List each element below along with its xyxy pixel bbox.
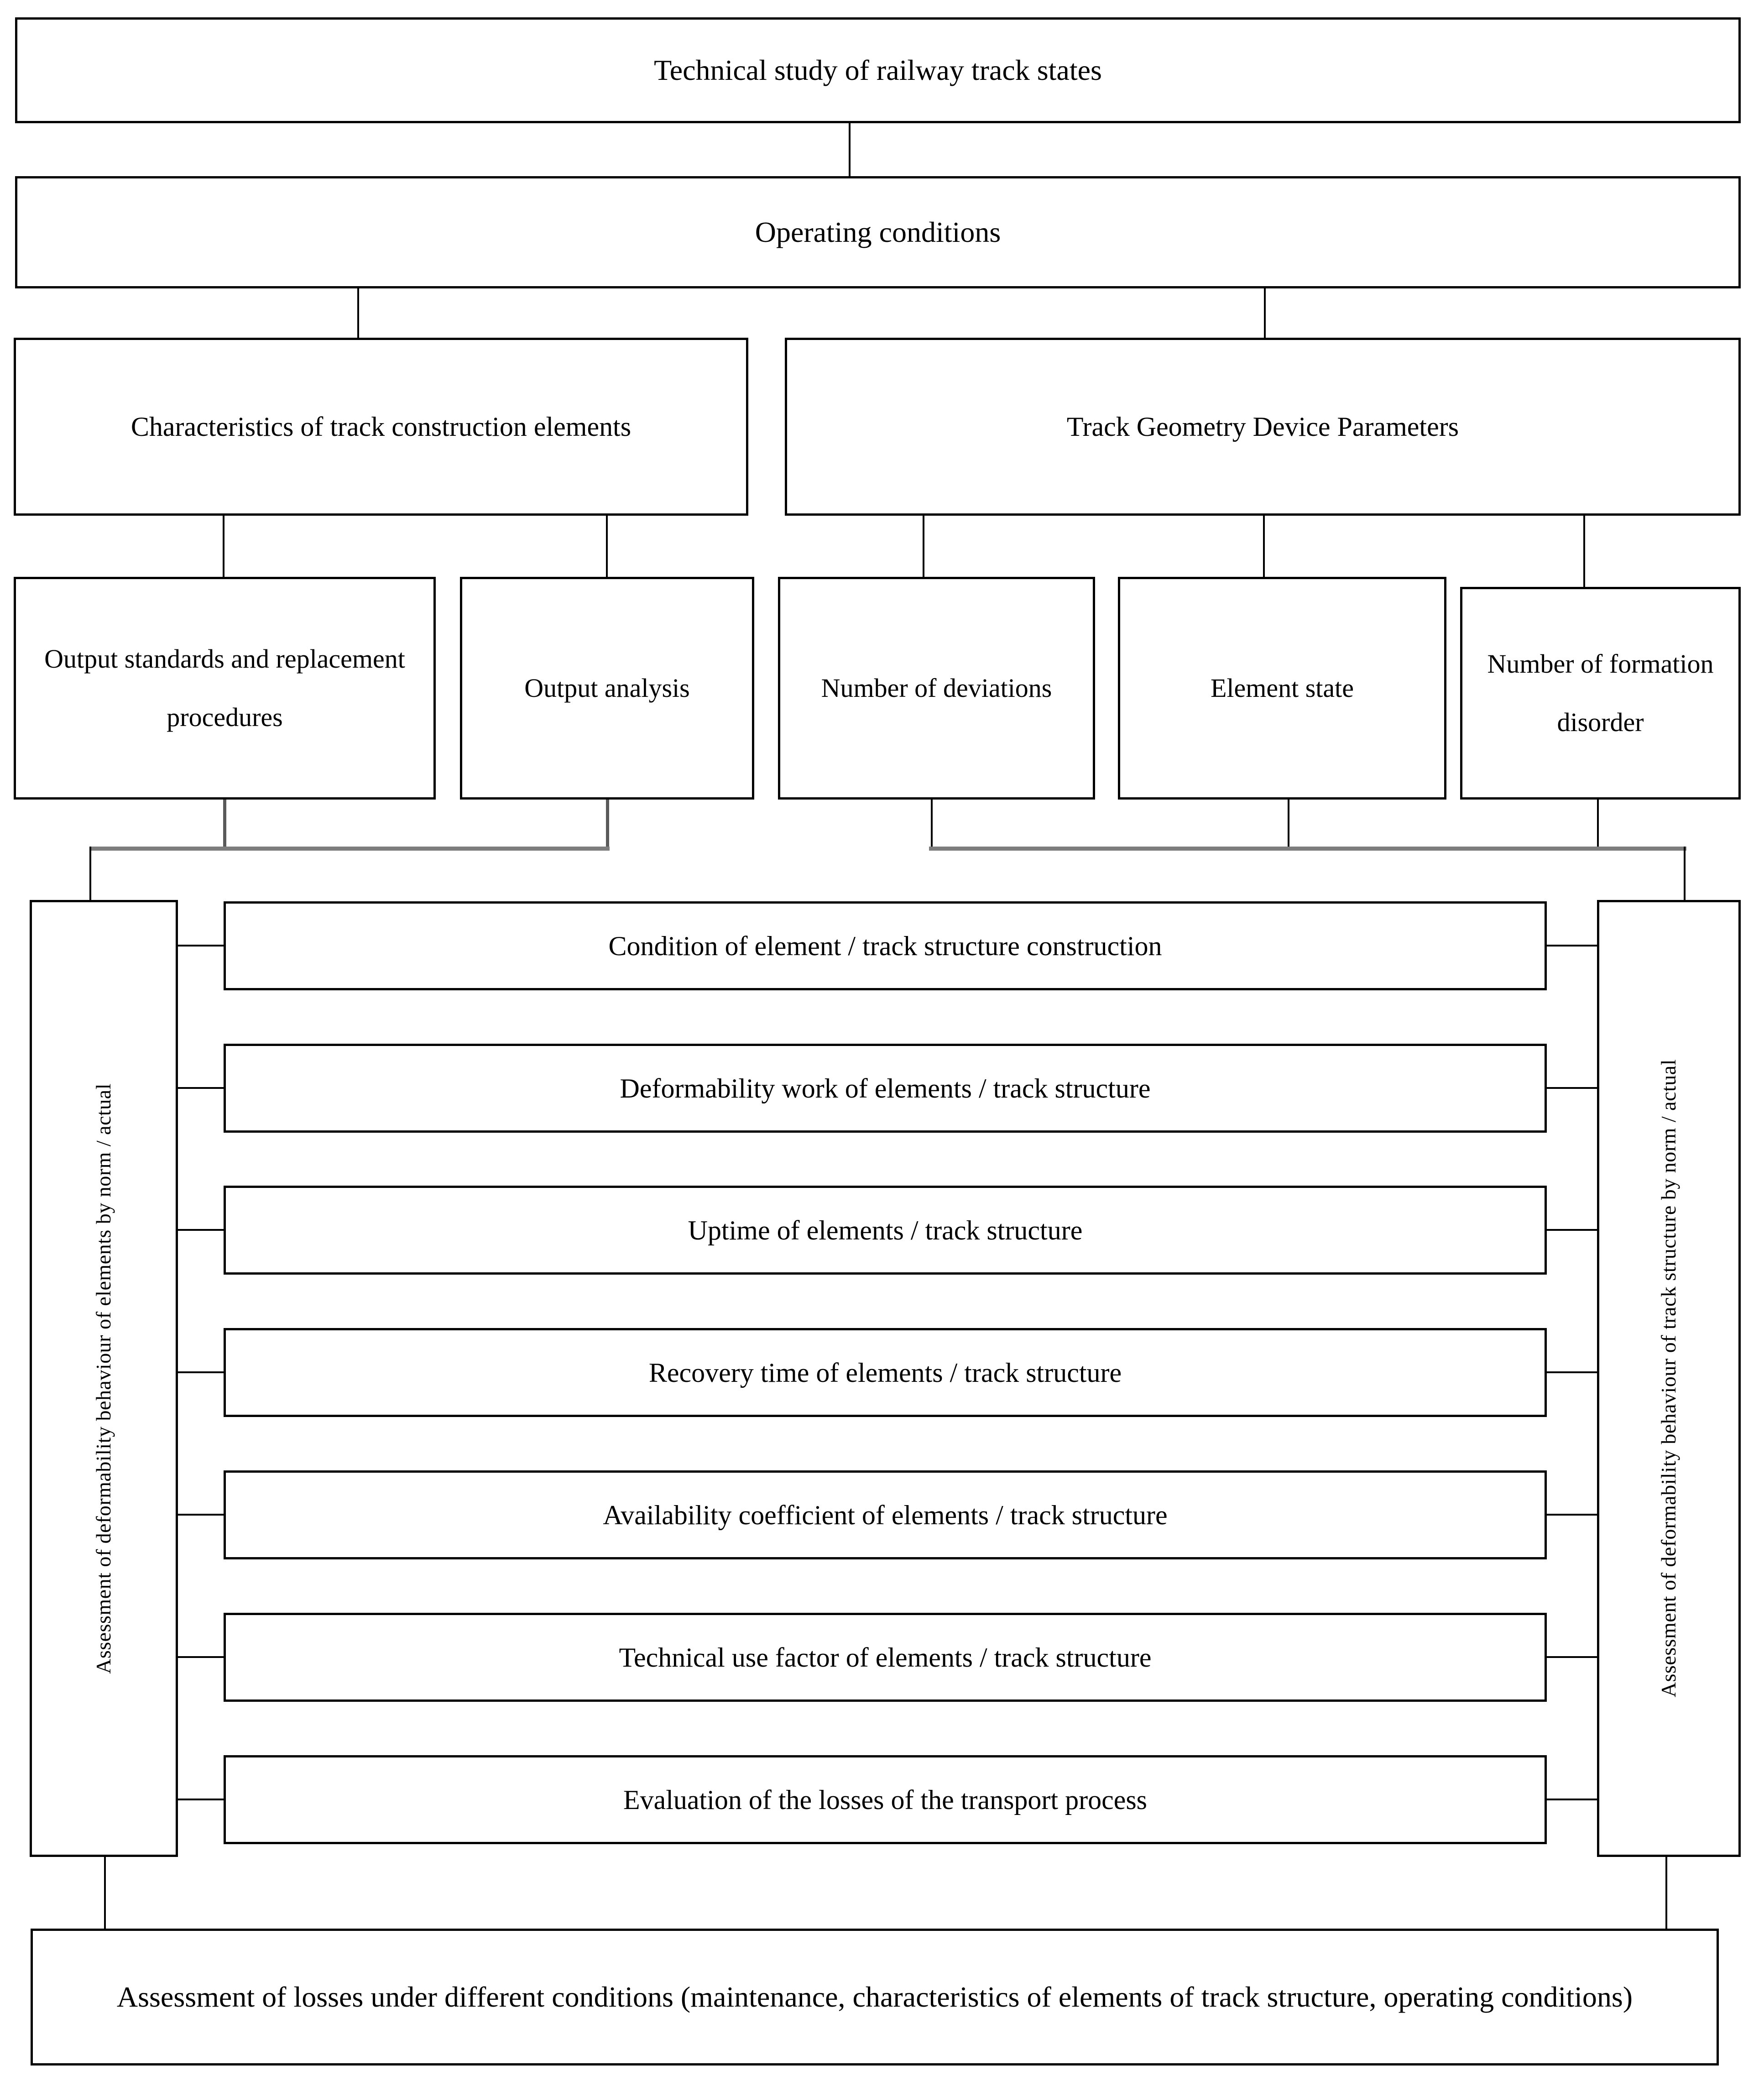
metric-connector-right-0 (1546, 945, 1598, 946)
side-label-left-text: Assessment of deformability behaviour of… (92, 1083, 115, 1674)
node-track-construction-characteristics[interactable]: Characteristics of track construction el… (14, 338, 748, 516)
node-track-geometry-device-parameters-label: Track Geometry Device Parameters (1066, 412, 1459, 442)
metric-box-condition-of-element[interactable]: Condition of element / track structure c… (224, 901, 1547, 990)
node-number-of-formation-disorder[interactable]: Number of formation disorder (1460, 587, 1741, 800)
connector-l3-l4-c (923, 515, 924, 578)
metric-label-4: Availability coefficient of elements / t… (603, 1500, 1168, 1530)
metric-label-2: Uptime of elements / track structure (688, 1215, 1083, 1245)
bus-drop-element-state (1288, 800, 1289, 851)
metric-box-deformability-work[interactable]: Deformability work of elements / track s… (224, 1044, 1547, 1133)
metric-box-recovery-time[interactable]: Recovery time of elements / track struct… (224, 1328, 1547, 1417)
node-assessment-of-losses-footer-label: Assessment of losses under different con… (116, 1981, 1633, 2013)
connector-left-vbox-to-footer (104, 1855, 106, 1930)
metric-connector-left-4 (177, 1514, 224, 1516)
metric-label-0: Condition of element / track structure c… (608, 931, 1162, 961)
node-technical-study-label: Technical study of railway track states (654, 54, 1102, 87)
node-number-of-formation-disorder-label: Number of formation disorder (1487, 649, 1714, 737)
node-track-geometry-device-parameters[interactable]: Track Geometry Device Parameters (785, 338, 1741, 516)
metric-label-5: Technical use factor of elements / track… (619, 1642, 1152, 1673)
metric-box-evaluation-of-losses[interactable]: Evaluation of the losses of the transpor… (224, 1755, 1547, 1844)
connector-right-vbox-to-footer (1665, 1855, 1667, 1930)
connector-l3-l4-a (223, 515, 224, 578)
bus-left-group (89, 847, 610, 851)
node-operating-conditions-label: Operating conditions (755, 216, 1001, 249)
node-operating-conditions[interactable]: Operating conditions (15, 176, 1741, 288)
connector-l2-l3-left (357, 288, 359, 338)
metric-label-6: Evaluation of the losses of the transpor… (623, 1784, 1148, 1815)
metric-connector-left-0 (177, 945, 224, 946)
connector-l2-l3-right (1264, 288, 1266, 338)
metric-connector-right-5 (1546, 1656, 1598, 1658)
bus-drop-output-standards (223, 800, 226, 850)
side-label-right-text: Assessment of deformability behaviour of… (1657, 1059, 1680, 1698)
side-label-left-elements[interactable]: Assessment of deformability behaviour of… (30, 900, 178, 1857)
node-output-analysis-label: Output analysis (524, 673, 690, 703)
node-number-of-deviations[interactable]: Number of deviations (778, 577, 1095, 800)
metric-connector-right-2 (1546, 1229, 1598, 1231)
metric-connector-right-4 (1546, 1514, 1598, 1516)
connector-right-bus-to-vbox (1684, 847, 1686, 901)
bus-drop-formation-disorder (1597, 800, 1599, 851)
node-output-analysis[interactable]: Output analysis (460, 577, 754, 800)
metric-box-technical-use-factor[interactable]: Technical use factor of elements / track… (224, 1613, 1547, 1702)
bus-right-group (929, 847, 1686, 851)
metric-connector-left-2 (177, 1229, 224, 1231)
node-output-standards[interactable]: Output standards and replacement procedu… (14, 577, 436, 800)
metric-connector-left-6 (177, 1799, 224, 1800)
node-assessment-of-losses-footer[interactable]: Assessment of losses under different con… (31, 1929, 1719, 2066)
node-track-construction-characteristics-label: Characteristics of track construction el… (130, 412, 631, 442)
metric-connector-right-3 (1546, 1371, 1598, 1373)
connector-l3-l4-e (1583, 515, 1585, 588)
bus-drop-output-analysis (606, 800, 609, 850)
node-output-standards-label: Output standards and replacement procedu… (44, 644, 405, 732)
metric-label-1: Deformability work of elements / track s… (620, 1073, 1151, 1103)
metric-connector-right-6 (1546, 1799, 1598, 1800)
metric-connector-right-1 (1546, 1087, 1598, 1089)
connector-l1-l2 (849, 122, 851, 177)
metric-box-availability-coefficient[interactable]: Availability coefficient of elements / t… (224, 1470, 1547, 1559)
node-element-state[interactable]: Element state (1118, 577, 1446, 800)
bus-drop-number-of-deviations (931, 800, 933, 851)
side-label-right-track-structure[interactable]: Assessment of deformability behaviour of… (1597, 900, 1741, 1857)
connector-l3-l4-b (606, 515, 608, 578)
metric-connector-left-1 (177, 1087, 224, 1089)
node-number-of-deviations-label: Number of deviations (821, 673, 1052, 703)
metric-connector-left-3 (177, 1371, 224, 1373)
connector-l3-l4-d (1263, 515, 1265, 578)
metric-label-3: Recovery time of elements / track struct… (648, 1357, 1122, 1388)
metric-connector-left-5 (177, 1656, 224, 1658)
connector-left-bus-to-vbox (89, 847, 91, 901)
metric-box-uptime[interactable]: Uptime of elements / track structure (224, 1186, 1547, 1275)
node-technical-study[interactable]: Technical study of railway track states (15, 17, 1741, 123)
node-element-state-label: Element state (1210, 673, 1354, 703)
